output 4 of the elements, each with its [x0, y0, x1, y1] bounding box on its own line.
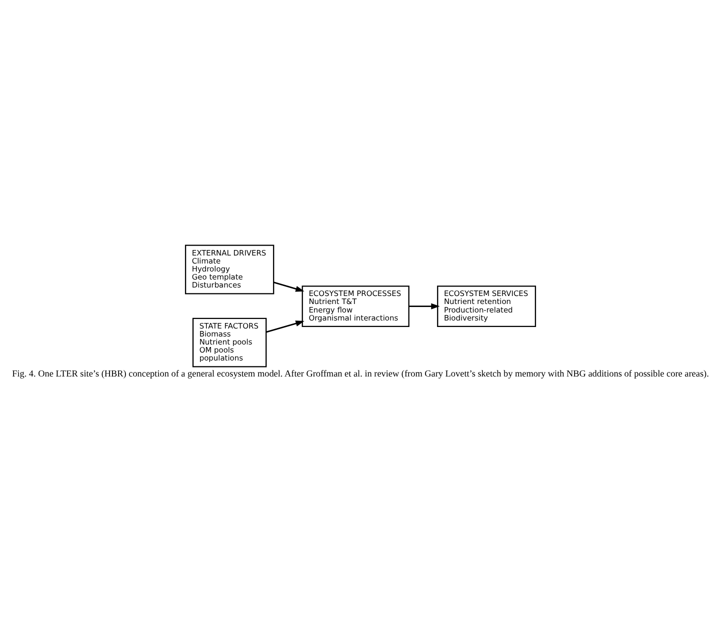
arrow [273, 281, 304, 292]
arrow [266, 320, 304, 332]
arrow [408, 302, 440, 309]
caption: Fig. 4. One LTER site’s (HBR) conception of a general ecosystem model. After Groffman et al. in review (from Gary Lovett’s sketch by memory with NBG additions of possible core areas). [12, 368, 709, 378]
